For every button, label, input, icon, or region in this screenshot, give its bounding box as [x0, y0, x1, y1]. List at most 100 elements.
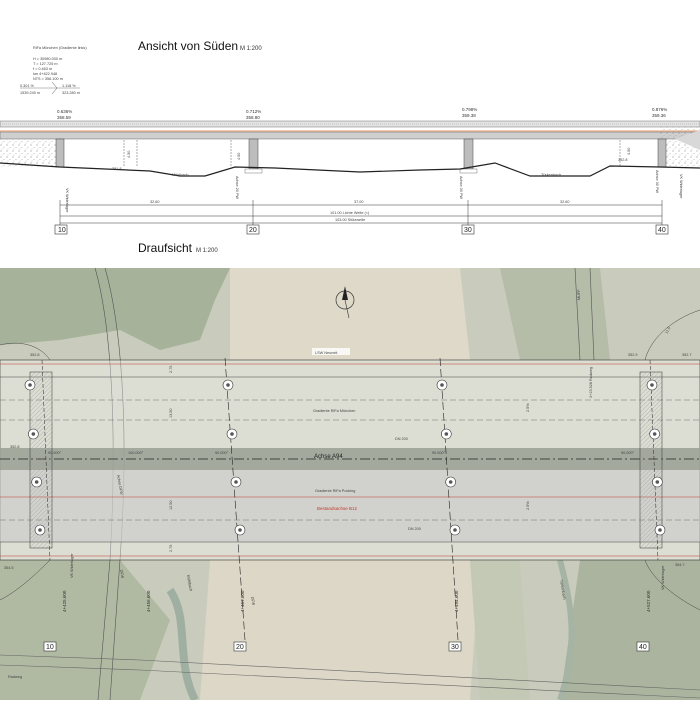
gradient-level: 359.38	[462, 113, 476, 118]
axis-number: 40	[639, 644, 647, 651]
path-edge	[589, 267, 595, 361]
gradient-pct: 0.876%	[652, 107, 667, 112]
small-dim: 11.5	[664, 326, 671, 334]
dn-label: DN 200	[408, 527, 421, 531]
north-arrow-icon	[335, 286, 355, 319]
axis-box-40	[655, 224, 669, 235]
level-label: 354.7	[675, 563, 685, 567]
vegetation	[560, 560, 700, 700]
elevation-view: Ansicht von Süden M 1:200 RiFa München (…	[0, 39, 700, 235]
column-markers	[24, 379, 666, 536]
terrain-line	[0, 162, 700, 177]
chainage-label: 4+456.600	[146, 590, 151, 612]
column-core	[226, 383, 230, 387]
creek-label: Mühlbach	[186, 574, 193, 591]
sand-area	[200, 560, 480, 700]
cross-dim: 2.75	[169, 366, 173, 373]
gradient-pct: 0.636%	[57, 109, 72, 114]
wingwall-arc	[644, 309, 700, 361]
chainage-label: 4+527.600	[646, 590, 651, 612]
slope-right: 1.118 %	[62, 84, 76, 88]
terrain-level: 351.8	[112, 167, 122, 171]
slope-label: 2.5%	[526, 403, 530, 412]
span-dim: 32.60	[150, 200, 160, 204]
pier-label: Achse 30 PW	[655, 170, 659, 193]
axis-dfw-label: Achse DFW	[116, 474, 124, 495]
axis-number: 10	[46, 644, 54, 651]
cross-dim: 13.50	[169, 408, 173, 418]
level-label: 352.8	[10, 445, 20, 449]
field	[470, 560, 530, 700]
level-label: 352.7	[682, 353, 692, 357]
column-core	[31, 432, 36, 436]
watercourse-label: Türkenbach	[541, 173, 561, 177]
tree-canopy	[0, 268, 230, 350]
pier-foundation	[244, 168, 263, 174]
bike-path-label: Radweg	[8, 675, 22, 679]
angle-label: 90.000°	[48, 451, 62, 455]
gradient-pct: 0.798%	[462, 107, 477, 112]
slope-left: 0.301 %	[20, 84, 35, 88]
tree-canopy	[0, 560, 170, 700]
axis-number: 10	[58, 227, 66, 234]
abutment-label: VK Widerlager	[679, 174, 683, 199]
column-core	[453, 528, 457, 532]
clearance-dims: 4.50 4.50 4.50 351.8 352.8	[112, 140, 631, 171]
total-length-dim: 103.00 Stützweite	[335, 218, 365, 222]
abutment-40	[657, 138, 667, 168]
angle-label: 90.000°	[432, 451, 446, 455]
edge-label: LSW Neuneit	[315, 351, 338, 355]
note-line: NTS = 356.100 m	[33, 77, 63, 81]
plan-title: Draufsicht	[138, 241, 193, 255]
pier-axis-30	[439, 357, 459, 641]
axis-box-30	[461, 224, 475, 235]
header-note: RiFa München (Gradiente links) H = 30980…	[20, 46, 87, 95]
column-core	[444, 432, 449, 436]
path-label: DFW	[119, 569, 125, 579]
gradient-label: Gradiente RiFa München	[313, 409, 355, 413]
axis-number: 30	[451, 644, 459, 651]
wall-label: VK Widerlager	[661, 565, 665, 590]
span-dimensions: 32.60 37.00 32.60 101.00 Lichte Weite (<…	[59, 200, 663, 226]
span-dim: 37.00	[354, 200, 364, 204]
plan-scale: M 1:200	[196, 248, 218, 254]
span-dim: 32.60	[560, 200, 570, 204]
watercourse-label: Mühlbach	[172, 173, 188, 177]
abutment-label: VK Widerlager	[65, 188, 69, 213]
column-core	[38, 528, 42, 532]
axis-number: 20	[249, 227, 257, 234]
gradient-markers: 0.636% 358.59 0.712% 358.80 0.798% 359.3…	[57, 107, 667, 120]
chainage-label: 4+457.600	[240, 590, 245, 612]
creek	[166, 587, 199, 702]
column-core	[655, 480, 660, 484]
angle-label: 100.000°	[128, 451, 144, 455]
abutment-10	[55, 138, 65, 168]
column-core	[448, 480, 453, 484]
abutment-axis	[649, 359, 659, 561]
column-core	[238, 528, 242, 532]
pier-foundation	[459, 168, 478, 174]
column-core	[652, 432, 657, 436]
abutment-east	[639, 371, 663, 549]
angle-label: 90.000°	[215, 451, 229, 455]
column-core	[658, 528, 662, 532]
pier-20	[248, 138, 259, 170]
axis-box-20	[233, 641, 247, 652]
embankment-right	[675, 130, 700, 150]
slope-label: 2.5%	[526, 501, 530, 510]
sand-area	[230, 268, 470, 360]
wingwall-arc	[0, 342, 51, 361]
axis-box-40	[636, 641, 650, 652]
slope-left-level: 1539.240 m	[20, 91, 40, 95]
note-line: H = 30980.000 m	[33, 57, 62, 61]
gradient-level: 359.36	[652, 113, 666, 118]
abutment-west	[29, 371, 53, 549]
elevation-axes: 10 20 30 40	[54, 224, 669, 235]
gradient-pct: 0.712%	[246, 109, 261, 114]
note-title: RiFa München (Gradiente links)	[33, 46, 87, 50]
axis-label: Achse A94	[314, 454, 343, 460]
bike-path-edge	[0, 654, 700, 691]
wingwall-arc	[644, 559, 700, 611]
clear-height: 4.50	[237, 153, 241, 160]
